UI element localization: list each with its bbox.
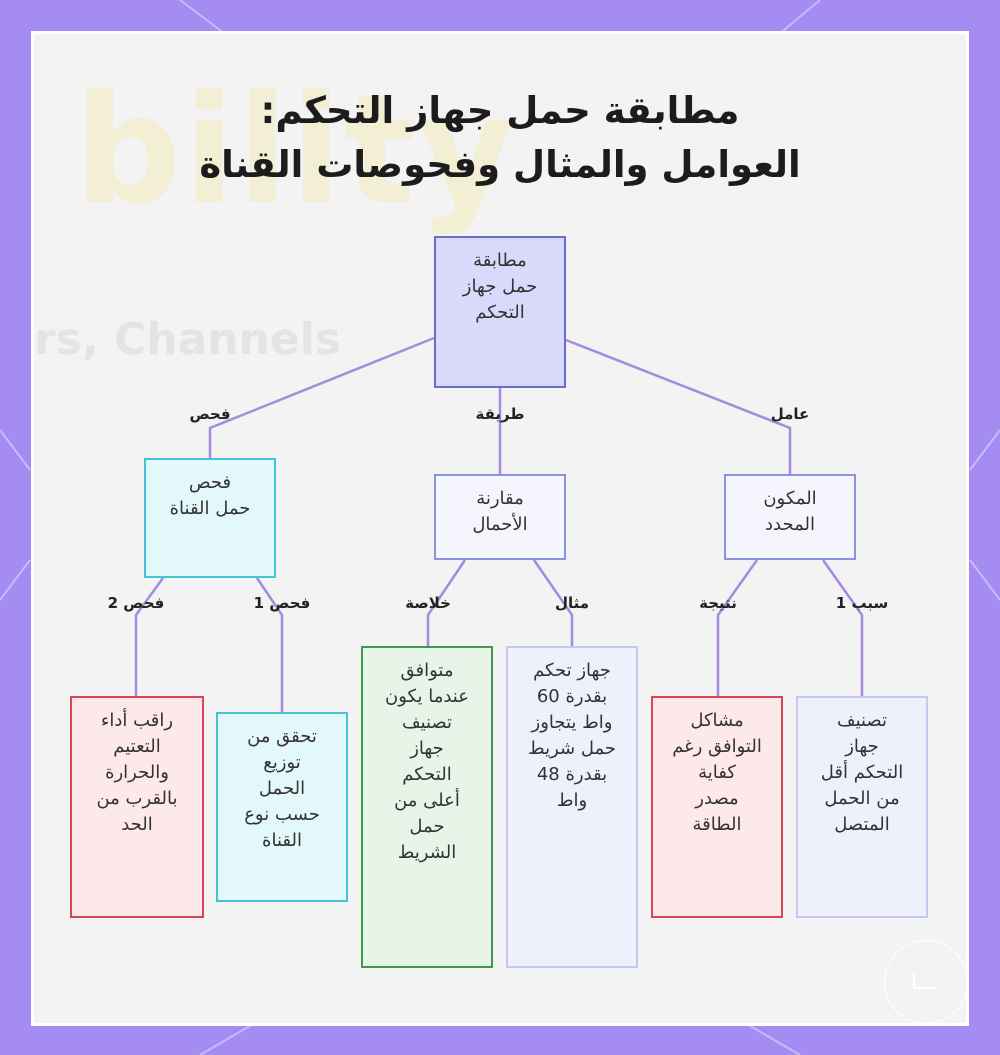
node-controller-rating: تصنيف جهاز التحكم أقل من الحمل المتصل bbox=[796, 696, 928, 918]
background-watermark-subtext: rs, Channels bbox=[34, 314, 341, 365]
page-title-line1: مطابقة حمل جهاز التحكم: bbox=[260, 89, 740, 132]
node-specific-component: المكون المحدد bbox=[724, 474, 856, 560]
edge-channel-to-monitor bbox=[134, 577, 165, 697]
edge-label-check-2: فحص 2 bbox=[107, 594, 165, 612]
edge-label-check-1: فحص 1 bbox=[253, 594, 311, 612]
edge-label-example: مثال bbox=[554, 594, 590, 612]
node-verify-distribution: تحقق من توزيع الحمل حسب نوع القناة bbox=[216, 712, 348, 902]
edge-label-cause-1: سبب 1 bbox=[835, 594, 889, 612]
node-root: مطابقة حمل جهاز التحكم bbox=[434, 236, 566, 388]
edge-compare-to-example bbox=[532, 559, 574, 646]
edge-label-conclusion: خلاصة bbox=[405, 594, 451, 612]
page-title-line2: العوامل والمثال وفحوصات القناة bbox=[199, 143, 801, 186]
node-compatible: متوافق عندما يكون تصنيف جهاز التحكم أعلى… bbox=[361, 646, 493, 968]
edge-component-to-issues bbox=[716, 559, 759, 697]
corner-logo-icon bbox=[884, 940, 968, 1024]
edge-component-to-rating bbox=[821, 559, 864, 697]
node-channel-check: فحص حمل القناة bbox=[144, 458, 276, 578]
edge-channel-to-verify bbox=[255, 577, 284, 713]
node-example: جهاز تحكم بقدرة 60 واط يتجاوز حمل شريط ب… bbox=[506, 646, 638, 968]
edge-label-result: نتيجة bbox=[699, 594, 737, 612]
edge-compare-to-compatible bbox=[426, 559, 467, 646]
node-compatibility-issues: مشاكل التوافق رغم كفاية مصدر الطاقة bbox=[651, 696, 783, 918]
node-monitor-performance: راقب أداء التعتيم والحرارة بالقرب من الح… bbox=[70, 696, 204, 918]
edge-label-check: فحص bbox=[189, 405, 231, 423]
edge-label-method: طريقة bbox=[475, 405, 525, 423]
edge-root-to-channel-check bbox=[208, 336, 435, 459]
edge-label-factor: عامل bbox=[770, 405, 810, 423]
node-load-compare: مقارنة الأحمال bbox=[434, 474, 566, 560]
edge-root-to-component bbox=[565, 338, 792, 475]
